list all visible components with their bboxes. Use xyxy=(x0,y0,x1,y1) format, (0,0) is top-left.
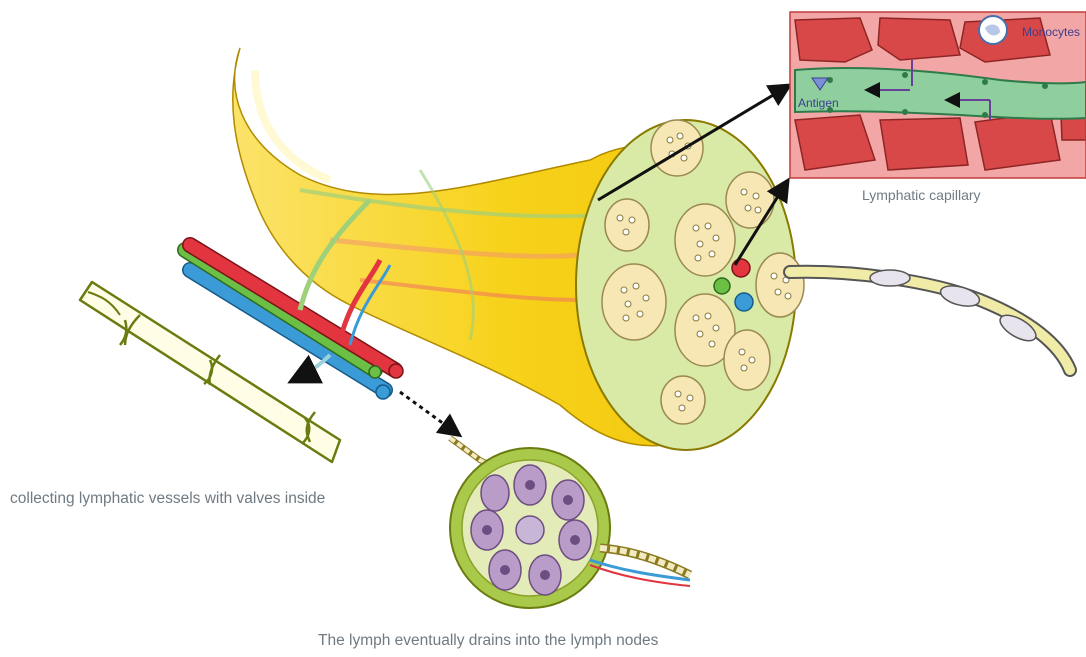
artery-lumen xyxy=(732,259,750,277)
lymph-node-label: The lymph eventually drains into the lym… xyxy=(318,632,658,650)
lymph-node xyxy=(450,438,690,608)
antigen-label: Antigen xyxy=(798,96,839,110)
nerve-fiber xyxy=(790,270,1070,370)
lymphatic-capillary-label: Lymphatic capillary xyxy=(862,187,981,203)
nerve-cross-section xyxy=(576,120,804,450)
vein-lumen xyxy=(735,293,753,311)
monocytes-label: Monocytes xyxy=(1022,25,1080,39)
collecting-vessels-label: collecting lymphatic vessels with valves… xyxy=(10,490,325,508)
lymph-lumen xyxy=(714,278,730,294)
drainage-arrow xyxy=(400,392,455,432)
